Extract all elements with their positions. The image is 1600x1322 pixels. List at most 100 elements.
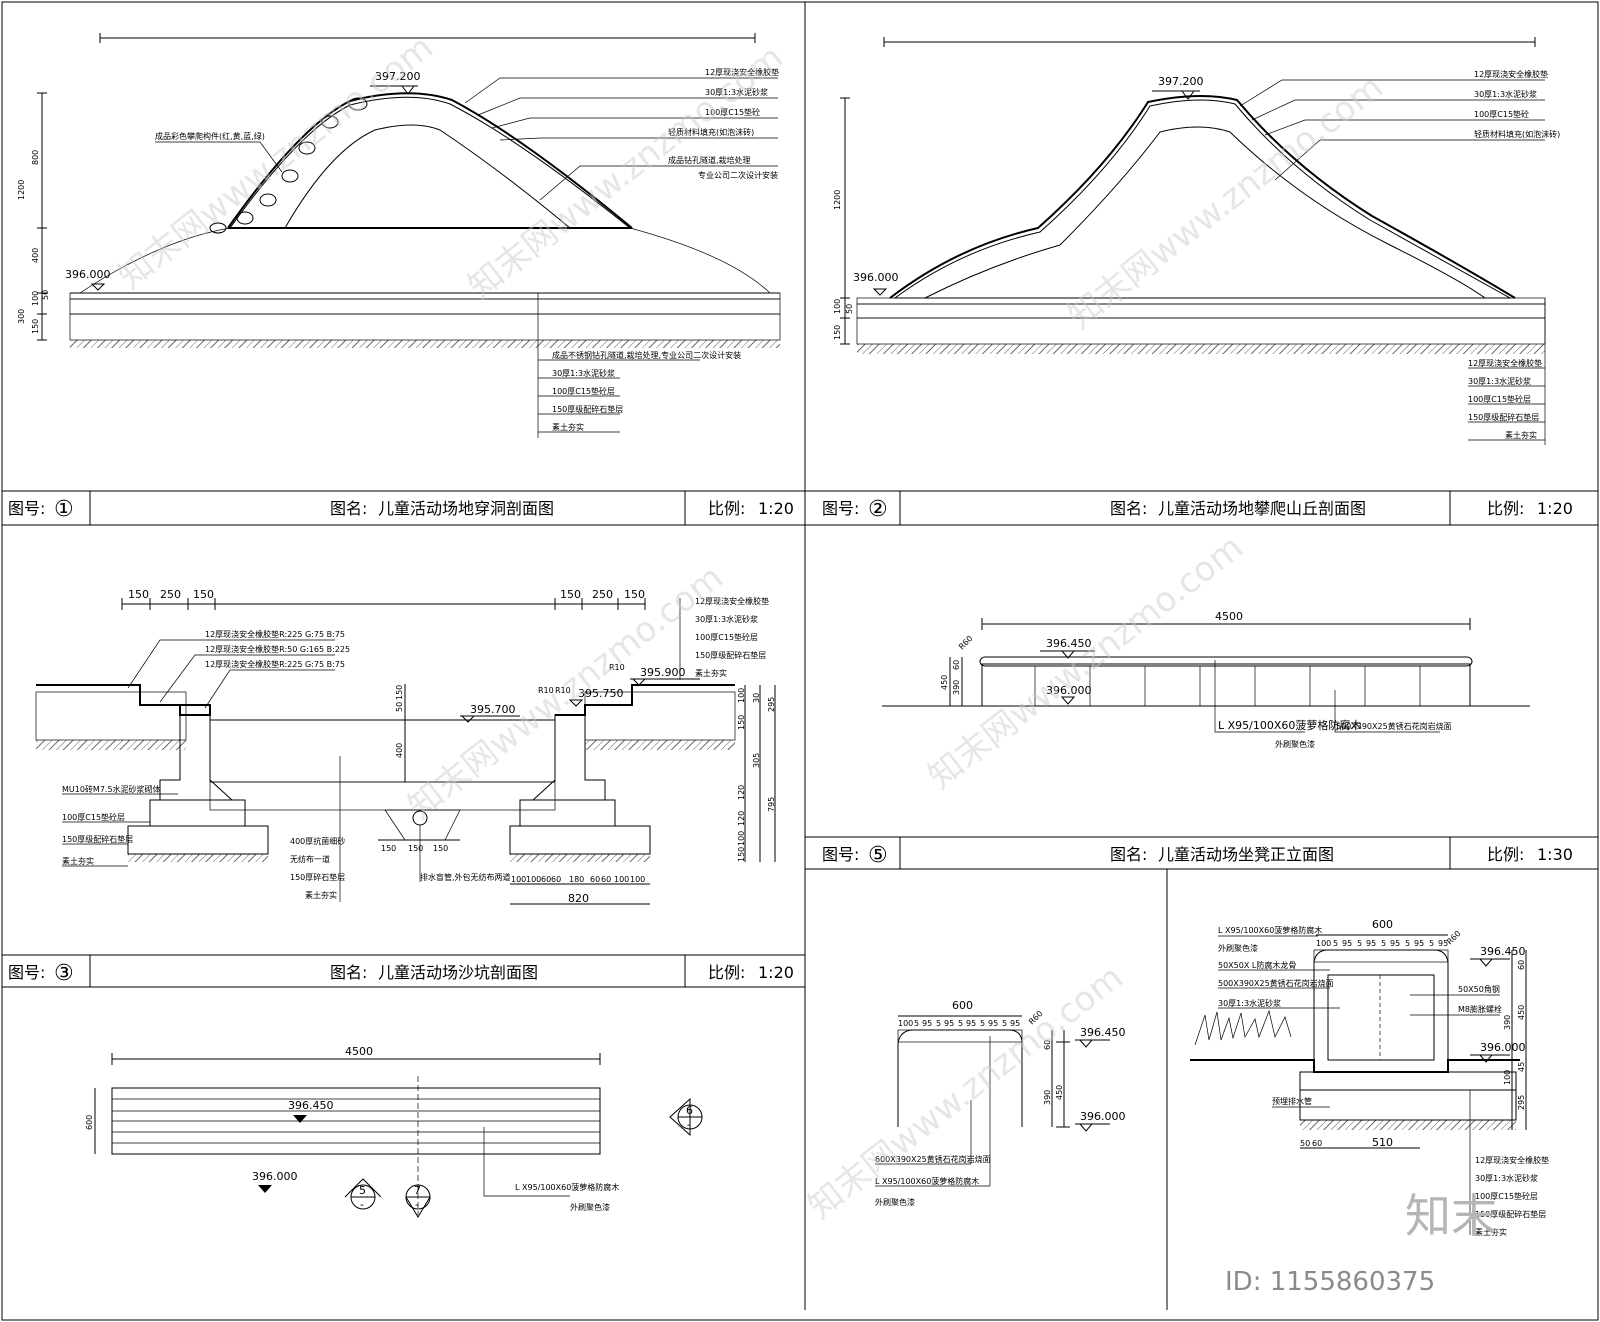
svg-text:30厚1:3水泥砂浆: 30厚1:3水泥砂浆	[695, 614, 758, 624]
detail-callouts-right: 50X50角钢 M8膨胀螺栓	[1410, 984, 1502, 1016]
svg-text:6: 6	[686, 1104, 693, 1117]
svg-text:30厚1:3水泥砂浆: 30厚1:3水泥砂浆	[552, 368, 615, 378]
svg-text:知末网www.znzmo.com: 知末网www.znzmo.com	[921, 527, 1251, 797]
plan-width: 4500	[345, 1045, 373, 1058]
svg-text:150厚级配碎石垫层: 150厚级配碎石垫层	[62, 834, 133, 844]
svg-text:95: 95	[1010, 1019, 1020, 1028]
svg-text:100厚C15垫砼层: 100厚C15垫砼层	[62, 812, 125, 822]
svg-text:300: 300	[17, 309, 26, 324]
svg-text:5: 5	[1333, 939, 1338, 948]
elevation-sand: 395.700	[470, 703, 516, 716]
svg-text:150厚级配碎石垫层: 150厚级配碎石垫层	[695, 650, 766, 660]
svg-text:180: 180	[569, 875, 584, 884]
svg-text:100: 100	[737, 831, 746, 846]
title-scale-label: 比例:	[1487, 499, 1524, 518]
bottom-dimensions-right: 100 100 60 60 180 60 60 100 100 820	[510, 875, 650, 905]
svg-text:150: 150	[128, 588, 149, 601]
elevation-top: 396.450	[1046, 637, 1092, 650]
svg-text:12厚现浇安全橡胶垫R:50 G:165 B:225: 12厚现浇安全橡胶垫R:50 G:165 B:225	[205, 644, 350, 654]
svg-text:素土夯实: 素土夯实	[1505, 430, 1537, 440]
svg-text:素土夯实: 素土夯实	[62, 856, 94, 866]
svg-text:100厚C15垫砼: 100厚C15垫砼	[705, 107, 760, 117]
svg-text:60: 60	[1517, 960, 1526, 970]
section-note-paint: 外刷聚色漆	[875, 1197, 915, 1207]
title-scale-label: 比例:	[1487, 845, 1524, 864]
elevation-base: 396.000	[1046, 684, 1092, 697]
svg-text:100厚C15垫砼层: 100厚C15垫砼层	[552, 386, 615, 396]
svg-text:5: 5	[914, 1019, 919, 1028]
svg-text:知末网www.znzmo.com: 知末网www.znzmo.com	[1061, 67, 1391, 337]
svg-text:1200: 1200	[17, 180, 26, 200]
watermark-id: ID: 1155860375	[1225, 1267, 1435, 1297]
right-dimensions: 100 30 150 295 305 120 120 795 100 150	[737, 688, 776, 862]
svg-text:素土夯实: 素土夯实	[552, 422, 584, 432]
svg-text:60: 60	[590, 875, 600, 884]
panel-3-sandpit-section: 150 250 150 150 250 150 395.700	[35, 588, 776, 905]
svg-text:820: 820	[568, 892, 589, 905]
svg-text:450: 450	[940, 675, 949, 690]
svg-text:150厚级配碎石垫层: 150厚级配碎石垫层	[1475, 1209, 1546, 1219]
title-ref-number: ①	[54, 497, 74, 522]
svg-text:150: 150	[833, 325, 842, 340]
seat-slat-dimensions: 100 5 95 5 95 5 95 5 95 5 95	[1316, 939, 1448, 948]
svg-text:295: 295	[767, 697, 776, 712]
drawing-title: 儿童活动场地穿洞剖面图	[378, 499, 554, 518]
elevation-note-stone: 500X390X25黄锈石花岗岩烧面	[1336, 721, 1452, 731]
svg-text:60: 60	[952, 660, 961, 670]
svg-text:12厚现浇安全橡胶垫: 12厚现浇安全橡胶垫	[705, 67, 779, 77]
svg-text:-: -	[687, 1118, 691, 1131]
drawing-scale: 1:30	[1537, 845, 1573, 864]
title-ref-label: 图号:	[8, 963, 45, 982]
svg-text:30厚1:3水泥砂浆: 30厚1:3水泥砂浆	[1475, 1173, 1538, 1183]
svg-text:150: 150	[560, 588, 581, 601]
svg-text:50: 50	[41, 290, 50, 300]
svg-text:5: 5	[1357, 939, 1362, 948]
svg-text:12厚现浇安全橡胶垫: 12厚现浇安全橡胶垫	[1475, 1155, 1549, 1165]
svg-text:390: 390	[1503, 1015, 1512, 1030]
svg-text:5: 5	[980, 1019, 985, 1028]
svg-text:1200: 1200	[833, 190, 842, 210]
svg-text:30厚1:3水泥砂浆: 30厚1:3水泥砂浆	[1218, 998, 1281, 1008]
svg-text:95: 95	[944, 1019, 954, 1028]
bottom-dimensions-middle: 150 150 150	[378, 839, 460, 853]
panel-2-hill-section: 397.200 396.000 1200 100 50 150 12厚现浇安全橡…	[833, 37, 1560, 445]
svg-text:250: 250	[160, 588, 181, 601]
material-callouts-right: 12厚现浇安全橡胶垫 30厚1:3水泥砂浆 100厚C15垫砼层 150厚级配碎…	[679, 596, 769, 680]
title-name-label: 图名:	[330, 499, 367, 518]
detail-width: 600	[1372, 918, 1393, 931]
svg-text:30厚1:3水泥砂浆: 30厚1:3水泥砂浆	[1468, 376, 1531, 386]
elevation-note-wood: L X95/100X60菠萝格防腐木	[1218, 718, 1361, 732]
section-marker-7: 7 -	[405, 1184, 431, 1218]
panel-4-bench-plan: 4500 600 396.450 396.000 L X95/100X60菠萝格…	[85, 1045, 703, 1218]
section-note-wood: L X95/100X60菠萝格防腐木	[875, 1176, 979, 1186]
svg-text:5: 5	[1429, 939, 1434, 948]
svg-text:12厚现浇安全橡胶垫R:225 G:75 B:75: 12厚现浇安全橡胶垫R:225 G:75 B:75	[205, 659, 345, 669]
svg-text:L X95/100X60菠萝格防腐木: L X95/100X60菠萝格防腐木	[1218, 925, 1322, 935]
svg-text:外刷聚色漆: 外刷聚色漆	[1218, 943, 1258, 953]
top-dimensions: 150 250 150 150 250 150	[121, 588, 646, 610]
svg-text:450: 450	[1055, 1085, 1064, 1100]
svg-text:100厚C15垫砼层: 100厚C15垫砼层	[1468, 394, 1531, 404]
svg-text:95: 95	[1414, 939, 1424, 948]
svg-text:100厚C15垫砼层: 100厚C15垫砼层	[695, 632, 758, 642]
vertical-dimensions: 1200 100 50 150	[833, 97, 854, 345]
svg-text:12厚现浇安全橡胶垫R:225 G:75 B:75: 12厚现浇安全橡胶垫R:225 G:75 B:75	[205, 629, 345, 639]
svg-text:150: 150	[408, 844, 423, 853]
svg-text:510: 510	[1372, 1136, 1393, 1149]
svg-text:150: 150	[737, 847, 746, 862]
svg-text:5: 5	[359, 1184, 366, 1197]
svg-text:100: 100	[526, 875, 541, 884]
svg-text:100: 100	[511, 875, 526, 884]
svg-text:素土夯实: 素土夯实	[305, 890, 337, 900]
elevation-top: 397.200	[1158, 75, 1204, 88]
svg-text:100厚C15垫砼: 100厚C15垫砼	[1474, 109, 1529, 119]
svg-text:390: 390	[952, 680, 961, 695]
svg-text:R10: R10	[609, 663, 625, 672]
elevation-top: 396.450	[288, 1099, 334, 1112]
climbing-holds-note: 成品彩色攀爬构件(红,黄,蓝,绿)	[155, 131, 265, 141]
svg-text:150: 150	[624, 588, 645, 601]
svg-text:120: 120	[737, 811, 746, 826]
svg-text:100: 100	[898, 1019, 913, 1028]
section-marker-5: 5 -	[344, 1178, 382, 1211]
